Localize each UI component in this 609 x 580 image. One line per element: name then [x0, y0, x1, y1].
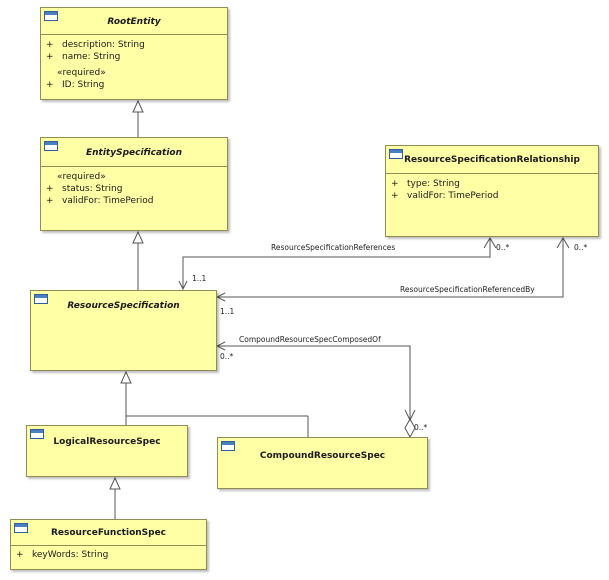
stereotype-label: «required»: [57, 68, 106, 78]
visibility-marker: +: [46, 196, 54, 206]
class-icon: [34, 294, 48, 304]
visibility-marker: +: [46, 40, 54, 50]
visibility-marker: +: [391, 179, 399, 189]
class-header: ResourceFunctionSpec: [11, 520, 206, 546]
aggregation-composed-of: [217, 346, 416, 439]
class-icon: [44, 11, 58, 21]
attribute-compartment: «required» + status: String + validFor: Ti…: [41, 167, 227, 207]
attribute-compartment: + keyWords: String: [11, 546, 206, 561]
visibility-marker: +: [46, 52, 54, 62]
class-name: EntitySpecification: [85, 148, 183, 158]
class-header: ResourceSpecificationRelationship: [386, 146, 598, 174]
attribute-row: + validFor: TimePeriod: [46, 195, 227, 207]
class-resource-function-spec[interactable]: ResourceFunctionSpec + keyWords: String: [10, 519, 207, 570]
class-icon: [389, 149, 403, 159]
class-icon: [221, 441, 235, 451]
class-resource-specification[interactable]: ResourceSpecification: [30, 290, 217, 371]
attribute-text: status: String: [62, 184, 123, 194]
multiplicity-references-source: 0..*: [496, 243, 510, 252]
class-header: ResourceSpecification: [31, 291, 216, 319]
class-root-entity[interactable]: RootEntity + description: String + name: S…: [40, 7, 228, 100]
class-name: ResourceSpecificationRelationship: [404, 155, 580, 165]
attribute-row: + validFor: TimePeriod: [391, 190, 598, 202]
stereotype-label: «required»: [57, 172, 106, 182]
class-compound-resource-spec[interactable]: CompoundResourceSpec: [217, 437, 428, 489]
class-header: CompoundResourceSpec: [218, 438, 427, 472]
attribute-text: type: String: [407, 179, 460, 189]
class-entity-specification[interactable]: EntitySpecification «required» + status: …: [40, 137, 228, 231]
class-name: ResourceFunctionSpec: [50, 528, 167, 538]
attribute-compartment: + type: String + validFor: TimePeriod: [386, 174, 598, 202]
class-name: CompoundResourceSpec: [259, 451, 386, 461]
generalization-subtypes-to-resourcespec: [120, 370, 309, 437]
attribute-row: + type: String: [391, 178, 598, 190]
association-references: [183, 237, 497, 289]
generalization-resourcespec-to-entityspec: [132, 230, 144, 290]
multiplicity-referenced-by-source: 0..*: [574, 243, 588, 252]
class-icon: [14, 523, 28, 533]
attribute-text: description: String: [62, 40, 145, 50]
visibility-marker: +: [16, 550, 24, 560]
class-name: LogicalResourceSpec: [53, 437, 161, 447]
association-name-composed-of: CompoundResourceSpecComposedOf: [239, 335, 381, 344]
class-header: RootEntity: [41, 8, 227, 35]
class-name: ResourceSpecification: [67, 301, 180, 311]
multiplicity-references-target: 1..1: [192, 274, 207, 283]
visibility-marker: +: [391, 191, 399, 201]
class-logical-resource-spec[interactable]: LogicalResourceSpec: [26, 425, 188, 477]
multiplicity-composed-of-source: 0..*: [414, 423, 428, 432]
class-header: EntitySpecification: [41, 138, 227, 167]
attribute-text: validFor: TimePeriod: [62, 196, 154, 206]
attribute-text: validFor: TimePeriod: [407, 191, 499, 201]
attribute-row: + status: String: [46, 183, 227, 195]
attribute-text: name: String: [62, 52, 121, 62]
association-name-references: ResourceSpecificationReferences: [271, 243, 396, 252]
class-header: LogicalResourceSpec: [27, 426, 187, 456]
class-name: RootEntity: [107, 17, 161, 27]
multiplicity-composed-of-target: 0..*: [220, 352, 234, 361]
attribute-text: keyWords: String: [32, 550, 109, 560]
association-referenced-by: [217, 237, 570, 297]
attribute-row: + description: String: [46, 39, 227, 51]
generalization-functionspec-to-logicalspec: [109, 476, 121, 519]
class-icon: [30, 429, 44, 439]
visibility-marker: +: [46, 80, 54, 90]
class-resource-specification-relationship[interactable]: ResourceSpecificationRelationship + type:…: [385, 145, 599, 237]
association-name-referenced-by: ResourceSpecificationReferencedBy: [400, 285, 535, 294]
class-icon: [44, 141, 58, 151]
attribute-text: ID: String: [62, 80, 105, 90]
attribute-compartment: + description: String + name: String «requ…: [41, 35, 227, 91]
visibility-marker: +: [46, 184, 54, 194]
attribute-row: + ID: String: [46, 79, 227, 91]
attribute-row: + keyWords: String: [16, 549, 206, 561]
attribute-row: + name: String: [46, 51, 227, 63]
generalization-entityspec-to-root: [132, 99, 144, 137]
multiplicity-referenced-by-target: 1..1: [220, 307, 235, 316]
